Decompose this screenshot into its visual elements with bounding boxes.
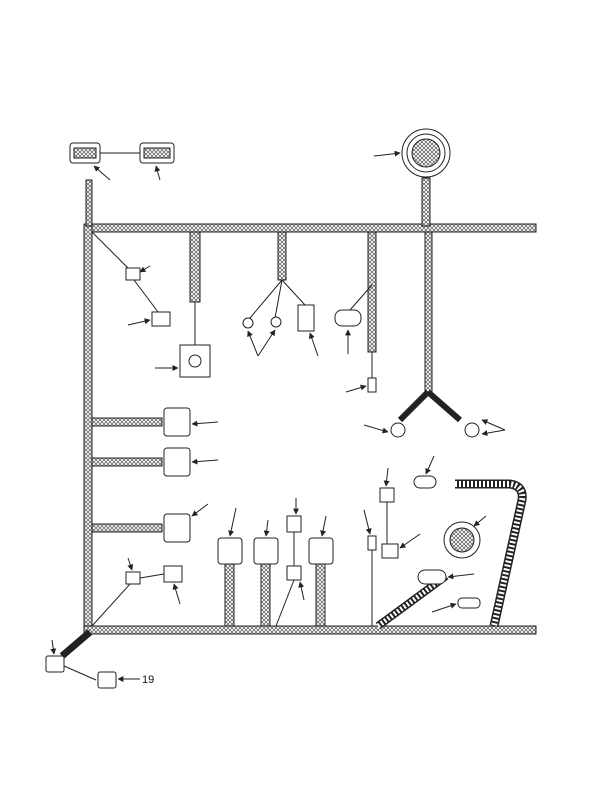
leader-line xyxy=(447,573,475,580)
bottom-left-connectors xyxy=(45,629,140,689)
leader-line xyxy=(481,429,506,437)
leader-line xyxy=(481,419,506,431)
connector-8[interactable] xyxy=(308,537,334,565)
leader-line xyxy=(50,639,57,655)
leader-line xyxy=(228,507,237,537)
leader-line xyxy=(431,602,457,613)
connector-12[interactable] xyxy=(97,671,117,689)
round-connector-riser xyxy=(421,177,431,227)
pin-connector[interactable] xyxy=(367,377,377,393)
leader-line xyxy=(139,265,151,273)
leader-line xyxy=(172,583,181,605)
top-left-connector-pair xyxy=(69,142,175,181)
small-connector[interactable] xyxy=(457,597,481,609)
leader-line xyxy=(473,515,487,527)
connector-10[interactable] xyxy=(381,543,399,559)
left-side-connectors xyxy=(91,407,219,627)
left-trunk xyxy=(83,223,93,635)
connector-5[interactable] xyxy=(253,537,279,565)
top-left-riser xyxy=(85,179,93,227)
bottom-trunk xyxy=(83,625,537,635)
oval-connector[interactable] xyxy=(413,475,437,489)
leader-line xyxy=(127,557,134,571)
oval-connector[interactable] xyxy=(334,309,362,327)
small-connector[interactable] xyxy=(125,267,141,281)
connector-7[interactable] xyxy=(286,565,302,581)
leader-line xyxy=(298,581,305,601)
ring-terminal[interactable] xyxy=(242,317,254,329)
small-connector[interactable] xyxy=(151,311,171,327)
connector-3[interactable] xyxy=(163,513,191,543)
leader-line xyxy=(425,455,435,475)
leader-line xyxy=(363,509,372,535)
leader-line xyxy=(191,503,209,517)
small-connector[interactable] xyxy=(163,565,183,583)
leader-line xyxy=(247,330,259,357)
connector-9[interactable] xyxy=(379,487,395,503)
harness-trunks xyxy=(83,177,537,635)
leader-line xyxy=(191,420,219,427)
connector-6[interactable] xyxy=(286,515,302,533)
bottom-connectors xyxy=(217,455,487,630)
leader-line xyxy=(93,165,111,181)
leader-line xyxy=(345,384,367,393)
callout-19: 19 xyxy=(142,674,154,686)
leader-line xyxy=(320,515,327,537)
leader-line xyxy=(363,424,389,434)
small-connector[interactable] xyxy=(125,571,141,585)
top-trunk xyxy=(83,223,537,233)
connector-4[interactable] xyxy=(217,537,243,565)
ring-terminal[interactable] xyxy=(270,316,282,328)
leader-line xyxy=(399,533,421,549)
right-drop-branch xyxy=(424,231,433,393)
ring-terminal[interactable] xyxy=(464,422,480,438)
connector-11[interactable] xyxy=(45,655,65,673)
inline-connector[interactable] xyxy=(297,304,315,332)
round-connector[interactable] xyxy=(373,128,451,178)
oval-connector[interactable] xyxy=(417,569,447,585)
leader-line xyxy=(191,458,219,465)
leader-line xyxy=(383,467,390,487)
connector-2[interactable] xyxy=(163,447,191,477)
leader-line xyxy=(154,165,161,181)
connector-1[interactable] xyxy=(163,407,191,437)
leader-line xyxy=(308,332,319,357)
ring-terminal[interactable] xyxy=(390,422,406,438)
pin-connector[interactable] xyxy=(367,535,377,551)
upper-branches xyxy=(91,231,506,438)
leader-line xyxy=(257,329,276,357)
leader-line xyxy=(263,519,270,537)
leader-line xyxy=(373,150,401,157)
leader-line xyxy=(127,318,151,326)
